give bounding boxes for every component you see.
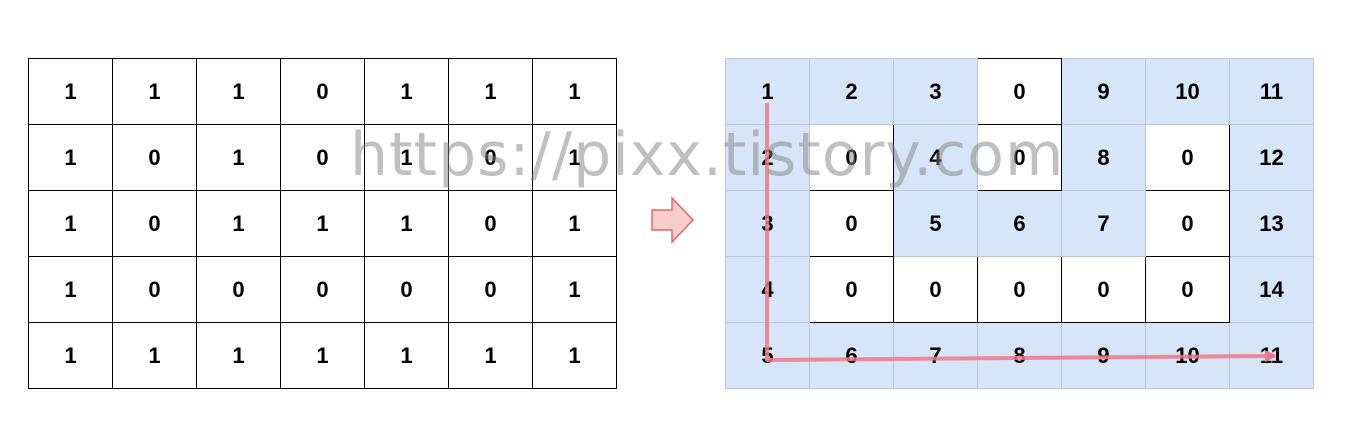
output-cell: 0: [809, 190, 894, 257]
output-cell: 2: [725, 124, 810, 191]
output-cell: 3: [725, 190, 810, 257]
output-cell: 0: [1145, 190, 1230, 257]
input-cell: 1: [532, 190, 617, 257]
output-cell: 12: [1229, 124, 1314, 191]
output-cell: 13: [1229, 190, 1314, 257]
output-cell: 0: [1061, 256, 1146, 323]
output-cell: 3: [893, 58, 978, 125]
input-cell: 1: [280, 190, 365, 257]
output-cell: 0: [977, 124, 1062, 191]
output-cell: 0: [809, 124, 894, 191]
input-cell: 0: [448, 124, 533, 191]
input-cell: 1: [112, 58, 197, 125]
input-cell: 1: [364, 190, 449, 257]
output-cell: 10: [1145, 58, 1230, 125]
output-cell: 2: [809, 58, 894, 125]
input-cell: 0: [112, 256, 197, 323]
input-cell: 1: [196, 322, 281, 389]
input-cell: 1: [532, 124, 617, 191]
input-cell: 0: [448, 190, 533, 257]
input-cell: 0: [112, 124, 197, 191]
input-cell: 1: [448, 58, 533, 125]
output-cell: 7: [893, 322, 978, 389]
output-cell: 5: [893, 190, 978, 257]
output-cell: 0: [1145, 124, 1230, 191]
output-cell: 8: [1061, 124, 1146, 191]
input-cell: 1: [28, 190, 113, 257]
arrow-right-icon: [651, 196, 695, 244]
input-cell: 0: [112, 190, 197, 257]
output-cell: 1: [725, 58, 810, 125]
input-cell: 0: [448, 256, 533, 323]
output-cell: 6: [977, 190, 1062, 257]
input-cell: 1: [28, 58, 113, 125]
input-cell: 0: [280, 256, 365, 323]
output-cell: 5: [725, 322, 810, 389]
input-cell: 1: [364, 58, 449, 125]
input-cell: 0: [280, 58, 365, 125]
input-cell: 1: [532, 256, 617, 323]
output-cell: 4: [893, 124, 978, 191]
input-cell: 1: [532, 322, 617, 389]
output-cell: 0: [1145, 256, 1230, 323]
input-cell: 0: [280, 124, 365, 191]
input-cell: 0: [364, 256, 449, 323]
input-cell: 1: [448, 322, 533, 389]
output-cell: 0: [893, 256, 978, 323]
input-cell: 1: [532, 58, 617, 125]
output-cell: 0: [809, 256, 894, 323]
output-cell: 0: [977, 58, 1062, 125]
input-cell: 1: [112, 322, 197, 389]
output-cell: 11: [1229, 322, 1314, 389]
input-cell: 1: [28, 322, 113, 389]
input-cell: 1: [196, 124, 281, 191]
output-cell: 9: [1061, 322, 1146, 389]
output-cell: 4: [725, 256, 810, 323]
output-cell: 11: [1229, 58, 1314, 125]
output-cell: 10: [1145, 322, 1230, 389]
input-cell: 1: [28, 256, 113, 323]
input-cell: 1: [364, 124, 449, 191]
output-cell: 7: [1061, 190, 1146, 257]
output-cell: 0: [977, 256, 1062, 323]
input-cell: 1: [196, 58, 281, 125]
input-cell: 1: [196, 190, 281, 257]
output-cell: 14: [1229, 256, 1314, 323]
output-cell: 8: [977, 322, 1062, 389]
input-cell: 1: [28, 124, 113, 191]
output-cell: 9: [1061, 58, 1146, 125]
input-cell: 1: [280, 322, 365, 389]
input-cell: 1: [364, 322, 449, 389]
input-cell: 0: [196, 256, 281, 323]
output-cell: 6: [809, 322, 894, 389]
